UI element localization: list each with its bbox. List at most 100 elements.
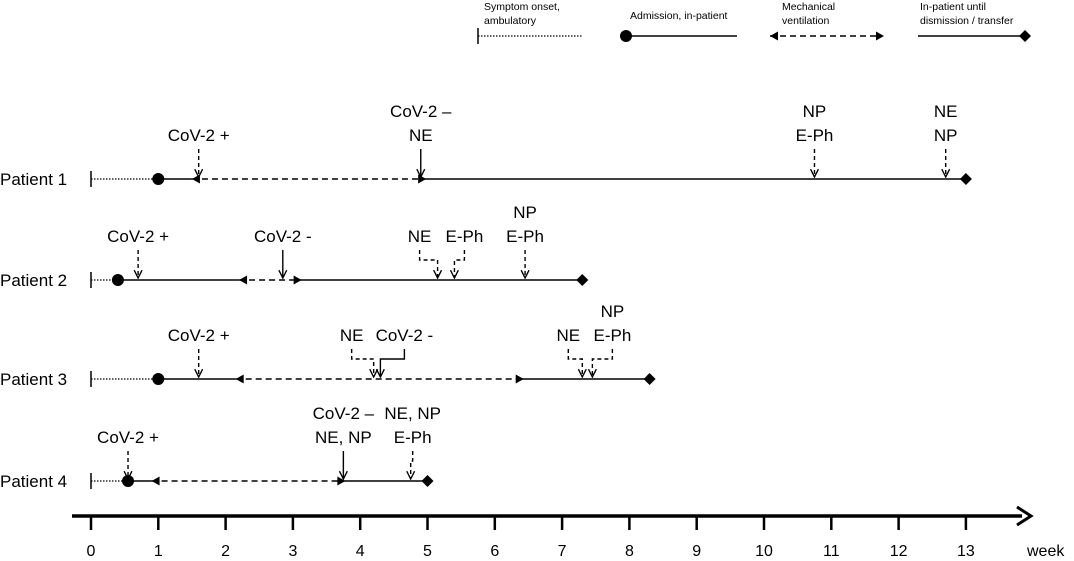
event-label: NE, NP xyxy=(384,404,441,423)
event-label: NE, NP xyxy=(315,428,372,447)
legend-symptom-onset-line-1: Symptom onset, xyxy=(484,1,560,13)
event-marker: NPE-Ph xyxy=(592,302,631,377)
event-label: CoV-2 - xyxy=(376,326,434,345)
event-label: CoV-2 + xyxy=(168,326,230,345)
ventilation-end-arrowhead xyxy=(293,275,302,285)
dismission-diamond xyxy=(421,475,434,487)
axis-arrowhead xyxy=(1016,505,1034,527)
axis-tick-label: 4 xyxy=(356,543,365,560)
event-arrow xyxy=(411,451,413,479)
event-label: NE xyxy=(340,326,364,345)
axis-tick-label: 5 xyxy=(423,543,432,560)
event-label: NE xyxy=(934,102,958,121)
axis-tick-label: 10 xyxy=(755,543,773,560)
event-label: CoV-2 + xyxy=(97,428,159,447)
event-label: E-Ph xyxy=(446,227,484,246)
axis-tick-label: 13 xyxy=(957,543,975,560)
ventilation-start-arrowhead xyxy=(191,174,200,184)
admission-dot xyxy=(152,373,165,385)
event-marker: CoV-2 + xyxy=(107,227,169,278)
dismission-diamond xyxy=(959,173,972,185)
legend-ventilation-line-2: ventilation xyxy=(782,15,829,27)
event-marker: NE, NPE-Ph xyxy=(384,404,441,479)
event-arrow xyxy=(592,349,614,377)
legend-inpatient-line-2: dismission / transfer xyxy=(920,15,1014,27)
event-label: NE xyxy=(556,326,580,345)
event-marker: CoV-2 + xyxy=(97,428,159,479)
axis-tick-label: 7 xyxy=(558,543,567,560)
event-label: E-Ph xyxy=(506,227,544,246)
event-marker: NE xyxy=(408,227,438,278)
event-marker: NP E-Ph xyxy=(796,102,834,177)
ventilation-start-arrowhead xyxy=(151,476,160,486)
admission-dot xyxy=(152,173,165,185)
patient-row: Patient 3 CoV-2 + NE CoV-2 - NE NPE-Ph xyxy=(0,302,656,389)
event-label: NE xyxy=(408,227,432,246)
event-label: NE xyxy=(409,126,433,145)
event-arrow xyxy=(567,349,582,377)
axis-unit-label: week xyxy=(1026,543,1065,560)
ventilation-start-arrowhead xyxy=(239,275,248,285)
event-marker: CoV-2 – NE, NP xyxy=(313,404,375,479)
event-marker: CoV-2 + xyxy=(168,126,230,177)
event-arrow xyxy=(418,250,438,278)
event-marker: E-Ph xyxy=(446,227,484,278)
legend-ventilation-line-1: Mechanical xyxy=(782,1,835,13)
admission-dot xyxy=(111,274,124,286)
ventilation-start-arrowhead xyxy=(235,374,244,384)
event-marker: NE xyxy=(340,326,374,377)
event-label: CoV-2 + xyxy=(107,227,169,246)
event-label: NP xyxy=(601,302,625,321)
event-marker: CoV-2 - xyxy=(376,326,434,377)
patient-label: Patient 4 xyxy=(0,472,67,491)
event-marker: CoV-2 – NE xyxy=(390,102,452,177)
event-label: CoV-2 – xyxy=(313,404,375,423)
axis-tick-label: 8 xyxy=(625,543,634,560)
patient-label: Patient 2 xyxy=(0,271,67,290)
axis-tick-label: 0 xyxy=(87,543,96,560)
patient-label: Patient 3 xyxy=(0,370,67,389)
dismission-diamond xyxy=(576,274,589,286)
legend-end-diamond xyxy=(1019,30,1031,42)
event-label: NP xyxy=(934,126,958,145)
event-marker: CoV-2 - xyxy=(254,227,312,278)
event-marker: NE xyxy=(556,326,582,377)
event-label: NP xyxy=(513,203,537,222)
legend-left-arrowhead xyxy=(770,31,778,41)
event-marker: NP E-Ph xyxy=(506,203,544,278)
event-arrow xyxy=(350,349,374,377)
patient-row: Patient 2 CoV-2 + CoV-2 - NE E-Ph NP E-Ph xyxy=(0,203,589,290)
event-arrow xyxy=(454,250,466,278)
axis-tick-label: 6 xyxy=(490,543,499,560)
event-label: CoV-2 - xyxy=(254,227,312,246)
event-label: CoV-2 + xyxy=(168,126,230,145)
axis-tick-label: 2 xyxy=(221,543,230,560)
legend-symptom-onset-line-2: ambulatory xyxy=(484,15,537,27)
legend-inpatient-line-1: In-patient until xyxy=(920,1,986,13)
axis-tick-label: 9 xyxy=(692,543,701,560)
axis-tick-label: 3 xyxy=(288,543,297,560)
patient-row: Patient 1 CoV-2 + CoV-2 – NE NP E-Ph NE NP xyxy=(0,102,972,189)
event-label: NP xyxy=(803,102,827,121)
legend-admission-label: Admission, in-patient xyxy=(630,10,728,22)
dismission-diamond xyxy=(643,373,656,385)
event-marker: NE NP xyxy=(934,102,958,177)
legend-mechanical-ventilation: Mechanical ventilation xyxy=(770,1,884,41)
axis-tick-label: 1 xyxy=(154,543,163,560)
axis-tick-label: 12 xyxy=(890,543,908,560)
legend-admission: Admission, in-patient xyxy=(620,10,737,42)
event-arrow xyxy=(380,349,406,377)
legend: Symptom onset, ambulatory Admission, in-… xyxy=(477,1,1031,44)
event-label: CoV-2 – xyxy=(390,102,452,121)
ventilation-end-arrowhead xyxy=(515,374,524,384)
axis-tick-label: 11 xyxy=(823,543,840,560)
admission-dot xyxy=(122,475,135,487)
event-marker: CoV-2 + xyxy=(168,326,230,377)
event-label: E-Ph xyxy=(796,126,834,145)
patient-label: Patient 1 xyxy=(0,170,67,189)
legend-right-arrowhead xyxy=(876,31,884,41)
